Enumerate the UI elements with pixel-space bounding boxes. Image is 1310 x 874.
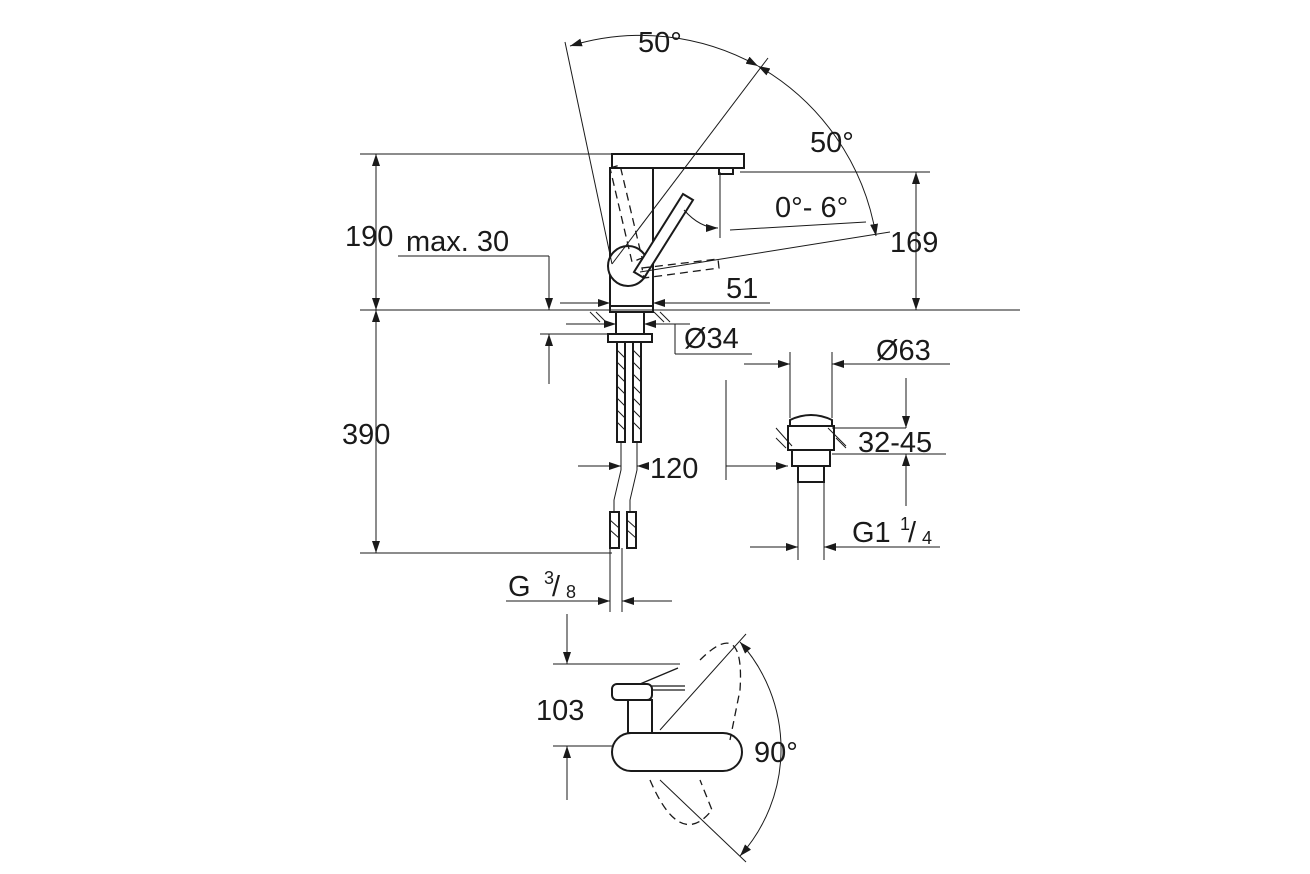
reach-103-label: 103 (536, 695, 584, 727)
thread-g1-numerator: 1 (900, 514, 910, 534)
height-190-label: 190 (345, 221, 393, 253)
aerator (718, 167, 734, 175)
spout-bar (611, 153, 745, 169)
drain-cap (789, 414, 833, 427)
tilt-label: 0°- 6° (775, 192, 848, 224)
drain-tail (797, 465, 825, 483)
faucet-top-view (611, 642, 743, 826)
waste-drain-view (775, 414, 847, 560)
thread-g1-label: G1 (852, 517, 891, 549)
lever-position-left (609, 164, 643, 263)
dimension-lines (360, 34, 1020, 863)
swivel-upper-dashed (699, 642, 742, 741)
drain-body (787, 425, 835, 451)
diameter-34-label: Ø34 (684, 323, 739, 355)
dimension-labels: 50° 50° 0°- 6° 190 max. 30 169 51 Ø34 Ø6… (342, 27, 938, 769)
angle-label-right: 50° (810, 127, 854, 159)
hose-end-left (609, 511, 620, 549)
thread-g38-slash: / (552, 571, 561, 603)
range-32-45-label: 32-45 (858, 427, 932, 459)
width-51-label: 51 (726, 273, 758, 305)
max-30-label: max. 30 (406, 226, 509, 258)
lever-top (611, 683, 653, 701)
lever-position-right (641, 258, 720, 279)
hose-end-right (626, 511, 637, 549)
spout-top (611, 732, 743, 772)
thread-g38-denominator: 8 (566, 582, 576, 602)
thread-g38-numerator: 3 (544, 568, 554, 588)
thread-g38-label: G (508, 571, 531, 603)
drain-nut (791, 449, 831, 467)
shank (615, 311, 645, 335)
thread-g1-slash: / (908, 517, 917, 549)
faucet-side-view (589, 153, 745, 549)
height-169-label: 169 (890, 227, 938, 259)
body-neck (627, 699, 653, 734)
hose-120-label: 120 (650, 453, 698, 485)
thread-g1-denominator: 4 (922, 528, 932, 548)
swivel-lower-dashed (649, 779, 713, 826)
angle-label-top: 50° (638, 27, 682, 59)
mounting-nut (607, 333, 653, 343)
diameter-63-label: Ø63 (876, 335, 931, 367)
depth-390-label: 390 (342, 419, 390, 451)
swivel-label: 90° (754, 737, 798, 769)
